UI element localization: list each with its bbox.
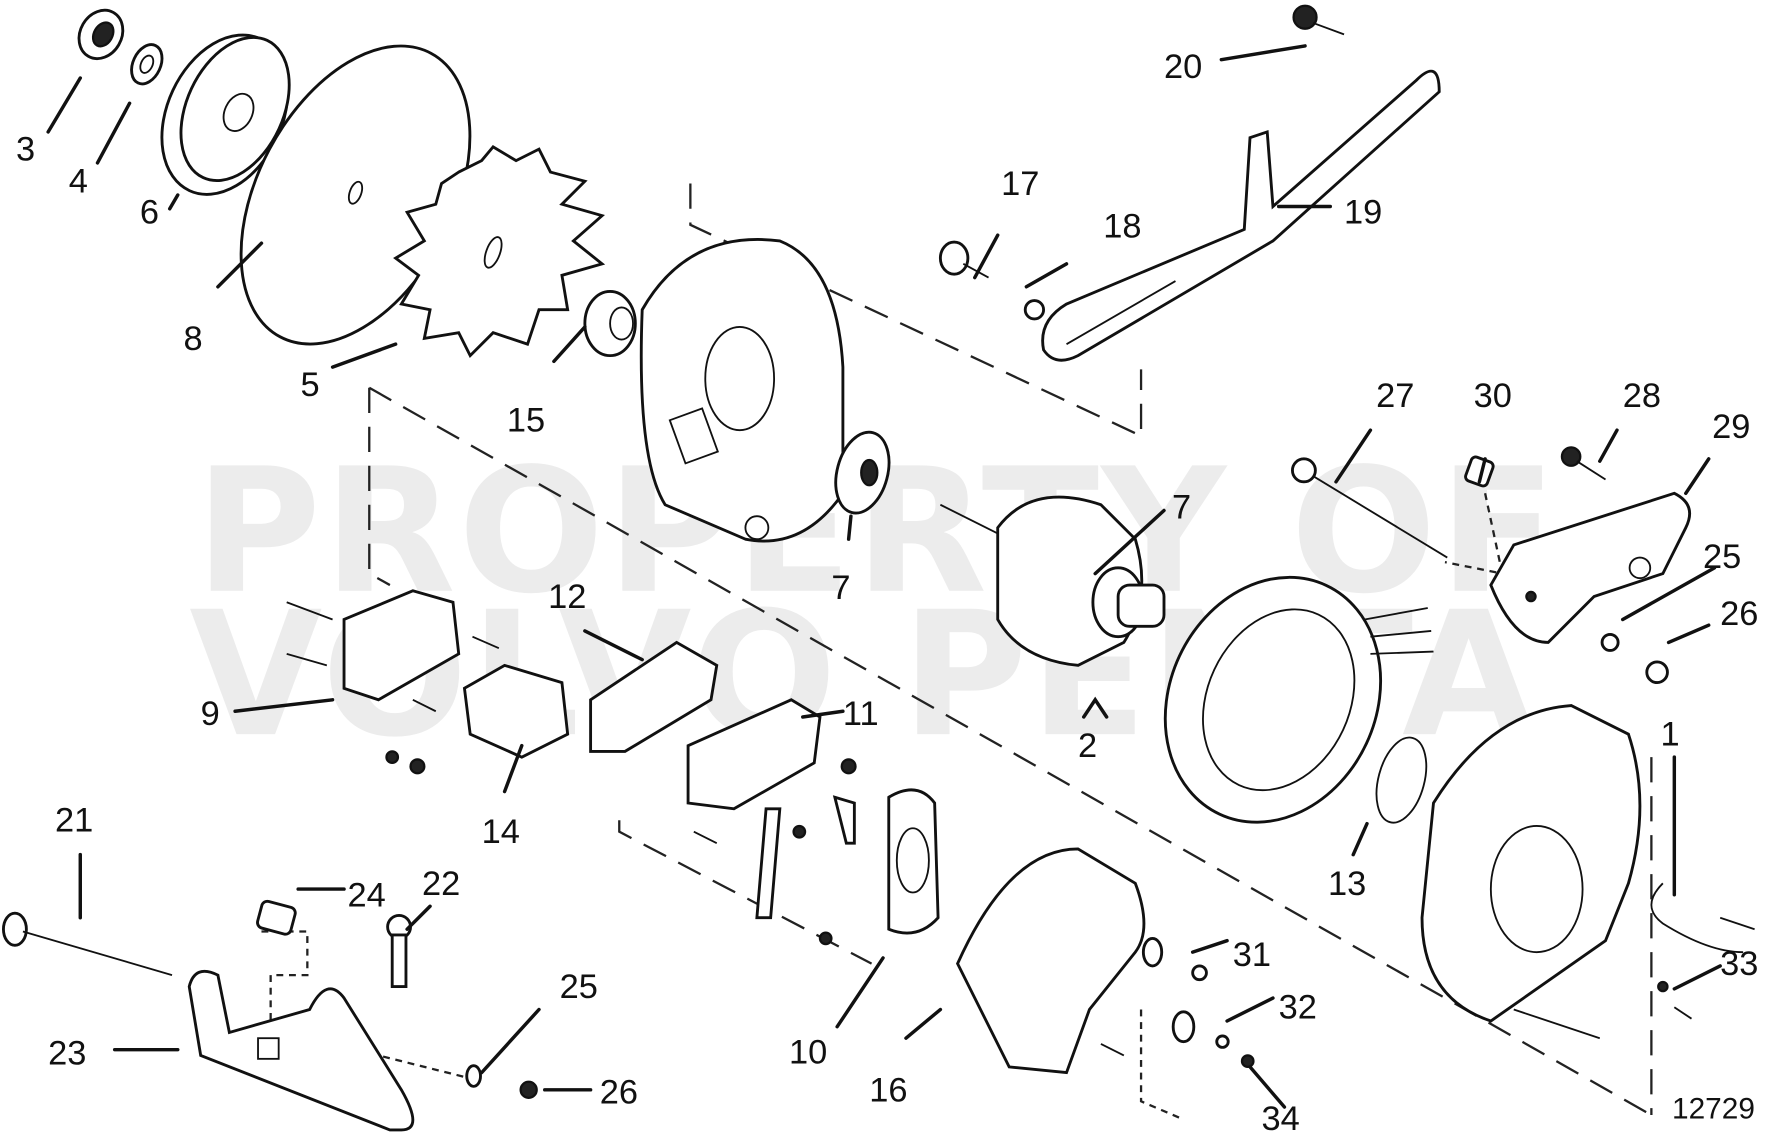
assembly-line (618, 820, 873, 965)
part-16-cover (955, 847, 1146, 1075)
part-15-spacer (583, 289, 637, 358)
part-24-bushing (256, 899, 297, 936)
part-21-bolt (2, 911, 173, 976)
part-18-washer (1023, 299, 1046, 321)
callout-29: 29 (1712, 408, 1750, 446)
part-4-washer (130, 43, 164, 86)
callout-21: 21 (55, 802, 93, 840)
callout-8: 8 (183, 320, 202, 358)
callout-2: 2 (1078, 727, 1097, 765)
part-22-bolt (386, 914, 412, 989)
part-1-terminal (1650, 882, 1755, 954)
part-drive-end-frame (639, 238, 845, 543)
callout-25-right: 25 (1703, 538, 1741, 576)
callout-12: 12 (548, 578, 586, 616)
callout-13: 13 (1328, 865, 1366, 903)
callout-5: 5 (300, 366, 319, 404)
part-17-bolt (938, 240, 989, 279)
part-26-nut-left (519, 1080, 538, 1099)
callout-22: 22 (422, 865, 460, 903)
part-25-washer-left (465, 1064, 482, 1088)
part-2-rotor (939, 495, 1166, 667)
callout-3: 3 (16, 131, 35, 169)
assembly-line (368, 386, 1652, 1117)
callout-24: 24 (347, 876, 385, 914)
part-5-fan (393, 144, 606, 359)
part-28-bolt (1560, 446, 1607, 481)
callout-20: 20 (1164, 48, 1202, 86)
callout-1: 1 (1661, 716, 1680, 754)
callout-15: 15 (507, 401, 545, 439)
figure-number: 12729 (1672, 1092, 1755, 1125)
part-34-nut (1240, 1054, 1255, 1069)
assembly-lines (261, 183, 1653, 1120)
callout-28: 28 (1623, 377, 1661, 415)
callout-32: 32 (1279, 989, 1317, 1027)
part-19-adjusting-bracket (1041, 69, 1441, 362)
callout-23: 23 (48, 1035, 86, 1073)
part-23-mounting-bracket (187, 969, 415, 1132)
callout-18: 18 (1103, 207, 1141, 245)
part-14-regulator (385, 663, 570, 775)
callout-34: 34 (1261, 1100, 1299, 1138)
part-27-bolt (1291, 457, 1448, 559)
callout-26-right: 26 (1720, 595, 1758, 633)
part-7-bearing (834, 430, 891, 515)
callout-26-left: 26 (600, 1074, 638, 1112)
callout-6: 6 (140, 194, 159, 232)
part-stator (1163, 575, 1434, 824)
callout-4: 4 (69, 163, 88, 201)
callout-10: 10 (789, 1033, 827, 1071)
part-6-pulley (160, 33, 291, 196)
callout-9: 9 (201, 695, 220, 733)
part-12-rectifier-board (589, 640, 719, 753)
leader-lines (46, 44, 1722, 1109)
callout-17: 17 (1001, 165, 1039, 203)
assembly-line (1139, 1009, 1182, 1120)
callout-30: 30 (1474, 377, 1512, 415)
part-20-bolt (1292, 4, 1345, 36)
callout-25-left: 25 (560, 968, 598, 1006)
part-31-washer (1141, 936, 1208, 982)
part-3-nut (77, 8, 125, 61)
assembly-line (689, 183, 1143, 438)
part-9-brush-holder (286, 589, 500, 713)
part-29-mount-bracket (1489, 491, 1691, 644)
callout-27: 27 (1376, 377, 1414, 415)
callout-11: 11 (843, 695, 879, 733)
part-10-insulator (887, 788, 940, 935)
assembly-line (368, 387, 391, 587)
callout-33: 33 (1720, 945, 1758, 983)
part-13-ring (1375, 736, 1428, 824)
callouts: 1 2 3 4 5 6 7 7 8 9 10 11 12 13 14 15 16… (16, 48, 1758, 1138)
callout-7-bearing: 7 (831, 569, 850, 607)
part-33-bolt (1657, 980, 1693, 1020)
callout-7-rotor: 7 (1172, 489, 1191, 527)
callout-19: 19 (1344, 194, 1382, 232)
part-32-washer (1171, 1010, 1230, 1049)
part-25-washer-right (1600, 632, 1620, 652)
callout-16: 16 (869, 1071, 907, 1109)
part-11-diode-trio (686, 698, 857, 946)
callout-31: 31 (1233, 936, 1271, 974)
assembly-line (261, 930, 471, 1080)
part-slip-ring-end-frame (1420, 704, 1642, 1040)
callout-14: 14 (482, 813, 520, 851)
part-26-nut-right (1645, 660, 1669, 685)
